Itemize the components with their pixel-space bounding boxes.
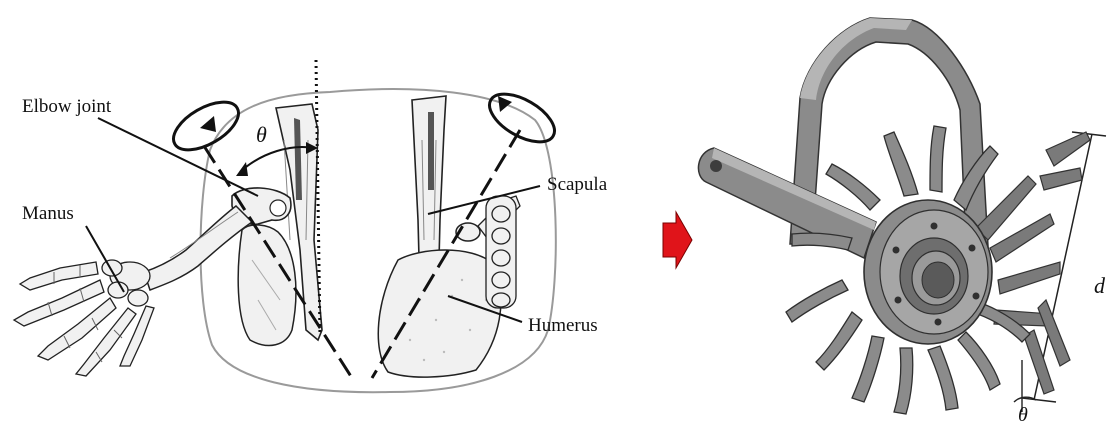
elbow-joint-label: Elbow joint xyxy=(22,97,111,116)
right-folded-flipper xyxy=(486,196,516,308)
hub-flange xyxy=(864,200,992,344)
left-angle-label: θ xyxy=(256,124,267,146)
manus-leader xyxy=(86,226,124,292)
right-angle-label: θ xyxy=(1018,405,1028,425)
right-humerus xyxy=(378,250,501,377)
manus-bones xyxy=(14,260,154,376)
rear-fins xyxy=(976,132,1090,394)
forearm-bones xyxy=(144,206,252,290)
transition-arrow xyxy=(663,212,692,268)
manus-label: Manus xyxy=(22,204,74,223)
humerus-label: Humerus xyxy=(528,316,598,335)
scapula-label: Scapula xyxy=(547,175,607,194)
mechanical-model-diagram xyxy=(698,18,1106,414)
length-label: d xyxy=(1094,275,1105,297)
right-rotation-ellipse xyxy=(482,84,562,151)
